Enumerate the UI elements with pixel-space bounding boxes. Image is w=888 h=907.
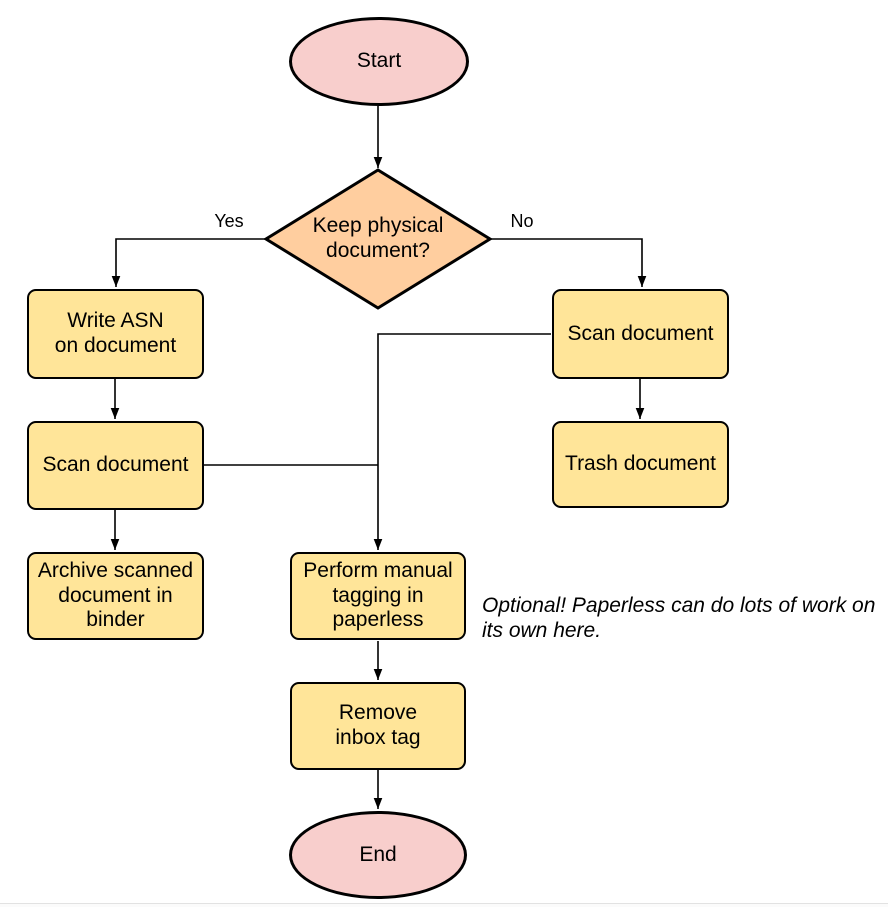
node-write-asn: Write ASN on document xyxy=(27,289,204,379)
node-remove-inbox-tag: Remove inbox tag xyxy=(290,682,466,770)
node-archive-scanned-label: Archive scanned document in binder xyxy=(37,559,194,632)
annotation-optional-note: Optional! Paperless can do lots of work … xyxy=(482,594,876,643)
node-remove-inbox-tag-label: Remove inbox tag xyxy=(335,701,421,749)
edge-label-no: No xyxy=(510,211,534,231)
node-decision-label: Keep physical document? xyxy=(312,214,444,262)
decision-diamond xyxy=(263,168,493,310)
node-scan-document-right: Scan document xyxy=(552,289,729,379)
edge-scan-right-to-perform-tagging xyxy=(373,333,551,550)
node-archive-scanned: Archive scanned document in binder xyxy=(27,552,204,640)
page-bottom-divider xyxy=(0,903,888,904)
node-trash-document: Trash document xyxy=(552,421,729,508)
edge-decision-yes-to-write-asn xyxy=(111,238,266,287)
node-scan-document-left-label: Scan document xyxy=(42,453,189,477)
page-bottom-strip xyxy=(0,904,888,907)
node-scan-document-right-label: Scan document xyxy=(567,321,714,345)
node-end: End xyxy=(289,811,467,899)
node-write-asn-label: Write ASN on document xyxy=(54,309,177,357)
edge-label-yes: Yes xyxy=(214,211,244,231)
node-start: Start xyxy=(289,17,469,106)
node-start-label: Start xyxy=(356,49,402,73)
node-end-label: End xyxy=(359,842,397,866)
node-perform-tagging-label: Perform manual tagging in paperless xyxy=(303,559,453,632)
edge-decision-no-to-scan-right xyxy=(489,238,647,287)
node-trash-document-label: Trash document xyxy=(565,452,716,476)
node-scan-document-left: Scan document xyxy=(27,421,204,510)
node-perform-tagging: Perform manual tagging in paperless xyxy=(290,552,466,640)
